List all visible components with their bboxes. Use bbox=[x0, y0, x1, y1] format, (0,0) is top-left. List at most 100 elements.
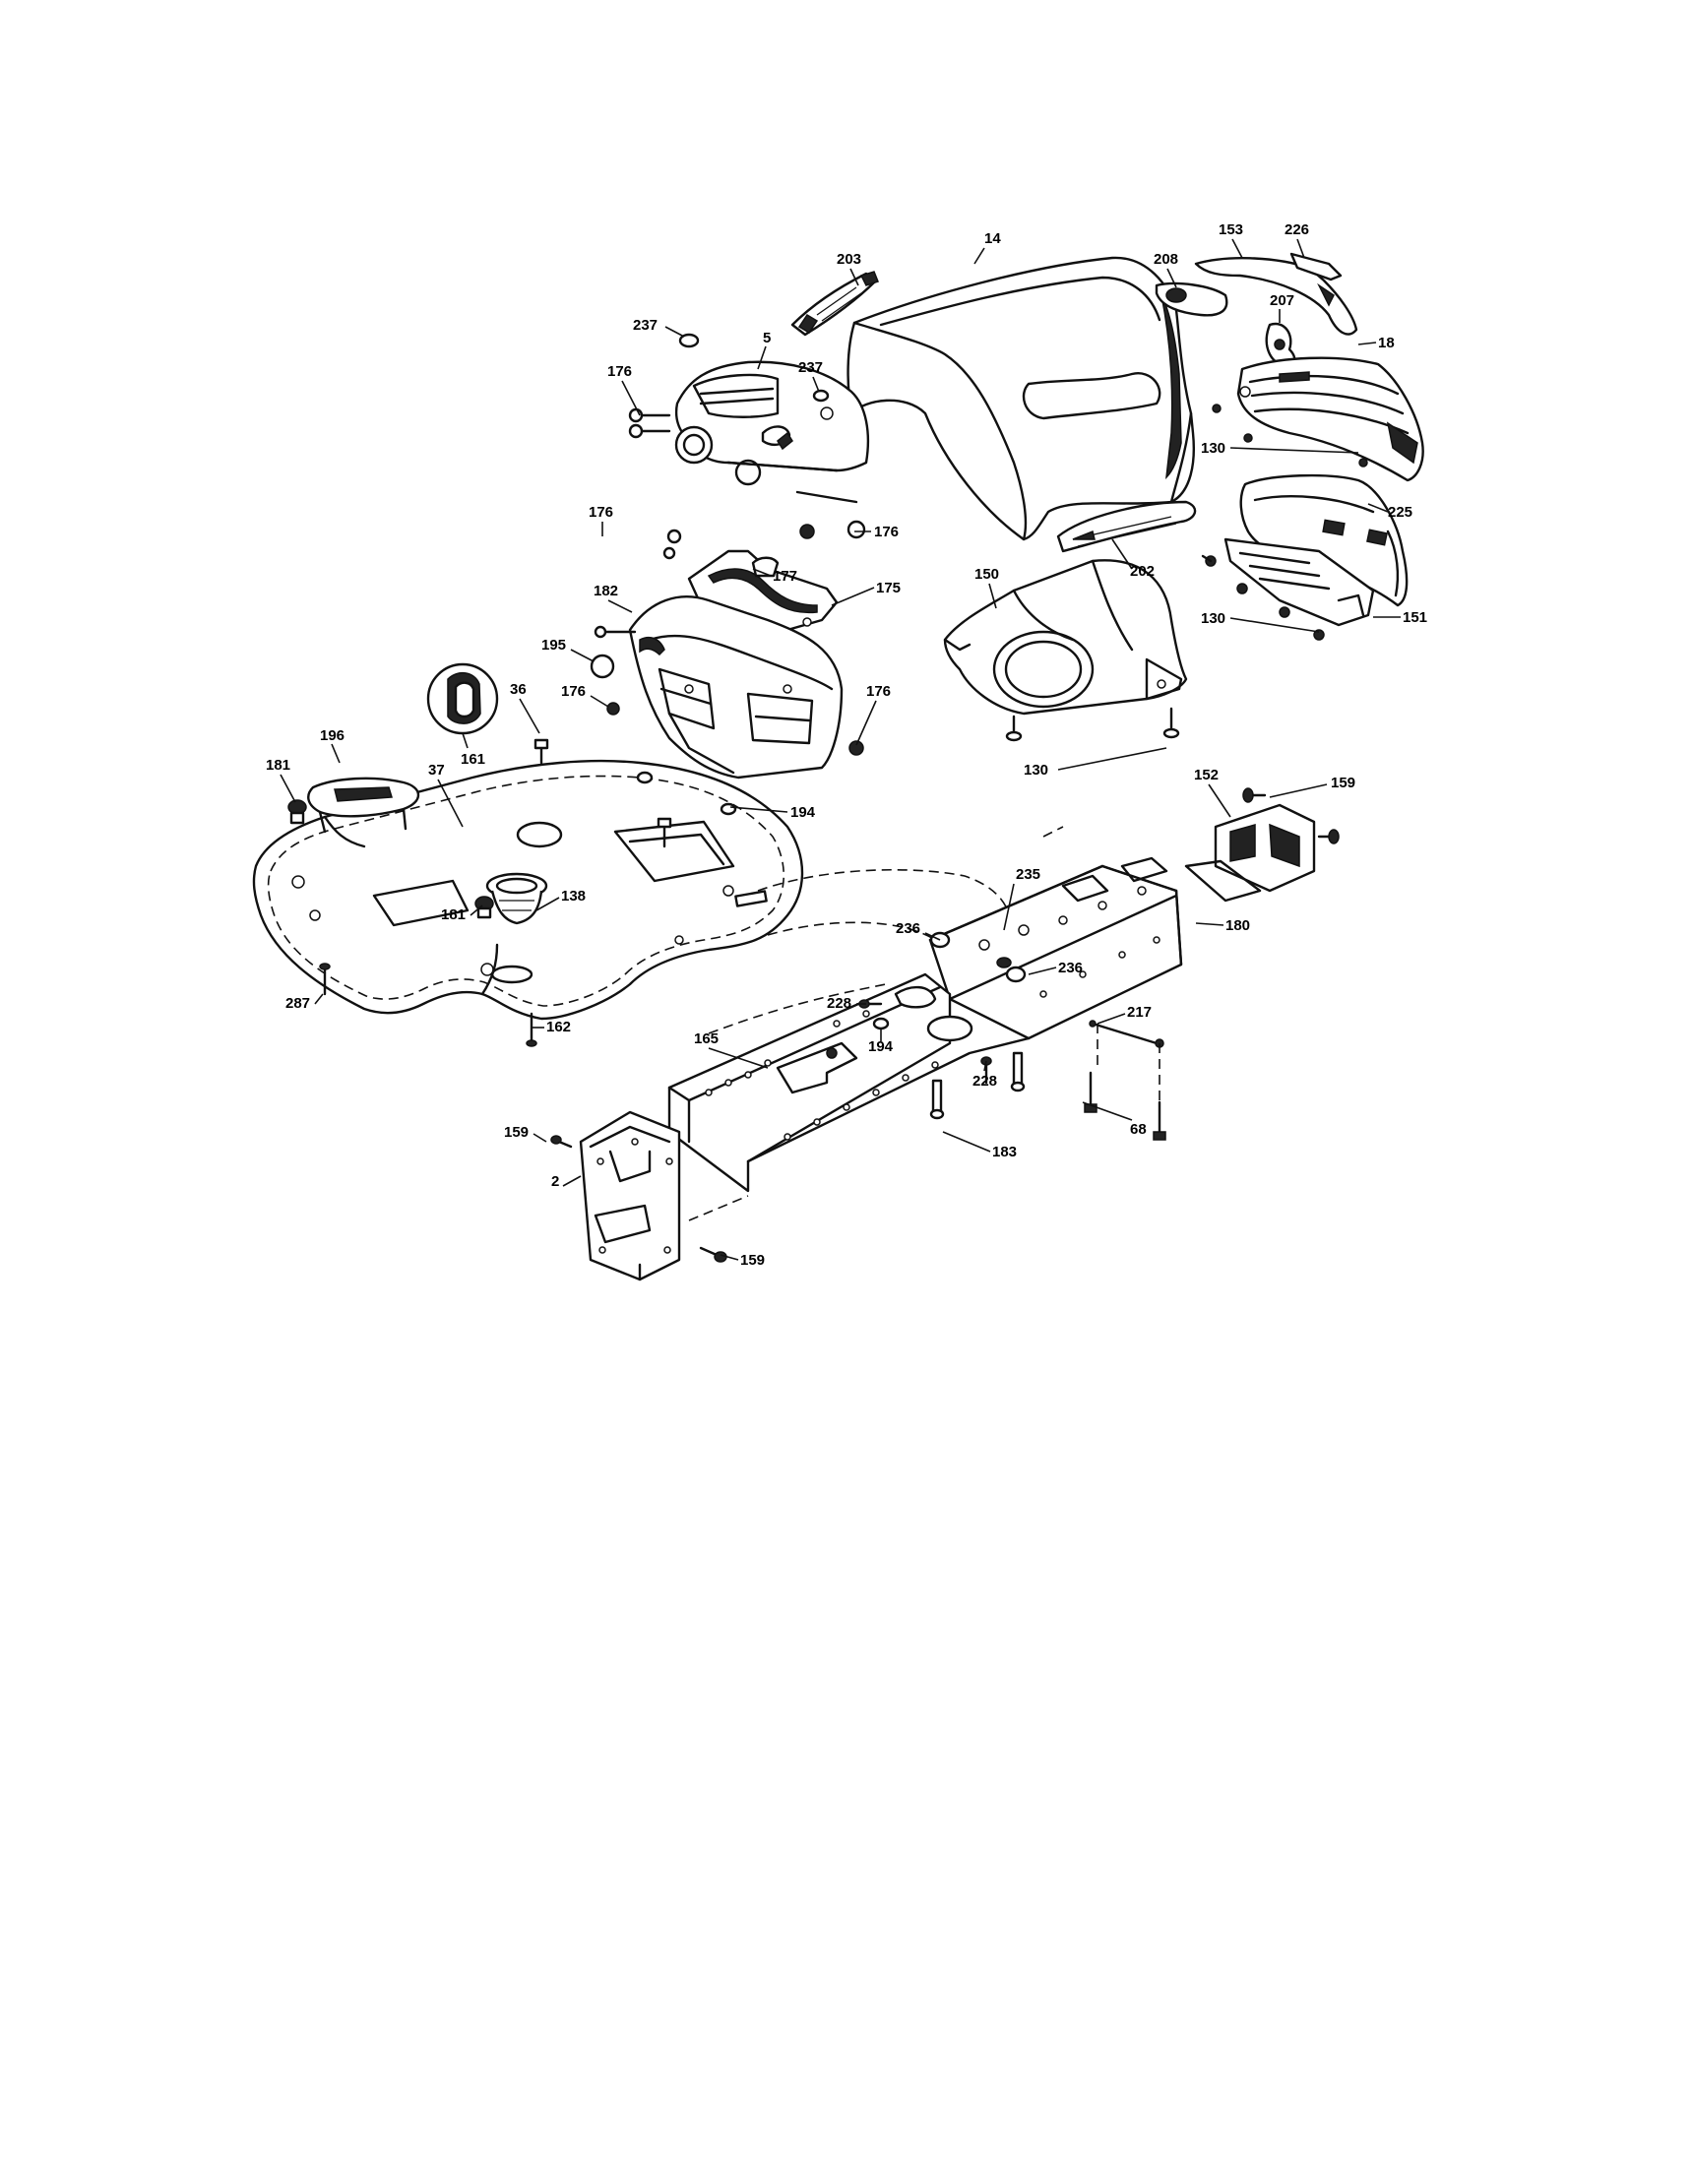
callout-number: 217 bbox=[1127, 1004, 1152, 1021]
leader-line bbox=[855, 700, 877, 746]
leader-line bbox=[849, 268, 859, 286]
nut-part-236 bbox=[996, 957, 1012, 968]
callout-number: 182 bbox=[594, 583, 618, 599]
dash-panel-part-5 bbox=[674, 360, 870, 504]
leader-line bbox=[621, 380, 641, 416]
callout-number: 162 bbox=[546, 1019, 571, 1035]
callout-c36: 36 bbox=[510, 681, 540, 734]
callout-number: 68 bbox=[1130, 1121, 1147, 1138]
leader-line bbox=[462, 732, 469, 749]
callout-number: 176 bbox=[607, 363, 632, 380]
callout-number: 208 bbox=[1154, 251, 1178, 268]
callout-number: 195 bbox=[541, 637, 566, 654]
callout-c5: 5 bbox=[757, 330, 771, 370]
callout-c225: 225 bbox=[1367, 503, 1412, 521]
leader-line bbox=[1367, 503, 1389, 513]
leader-line bbox=[1229, 447, 1359, 454]
callout-c237a: 237 bbox=[633, 317, 685, 338]
bracket-part-152 bbox=[1184, 803, 1316, 903]
callout-c182: 182 bbox=[594, 583, 633, 613]
callout-c150: 150 bbox=[974, 566, 999, 609]
leader-line bbox=[1208, 783, 1231, 818]
lens-part-153 bbox=[1194, 257, 1358, 336]
callout-c14: 14 bbox=[973, 230, 1001, 265]
screw-part-130-upper bbox=[1212, 404, 1368, 468]
leader-line bbox=[437, 779, 464, 828]
headlight-part-18 bbox=[1236, 356, 1424, 482]
callout-c130c: 130 bbox=[1024, 747, 1167, 779]
callout-c194b: 194 bbox=[868, 1029, 894, 1055]
callout-number: 194 bbox=[790, 804, 816, 821]
leader-line bbox=[1166, 268, 1177, 288]
leader-line bbox=[1296, 238, 1305, 259]
leader-line bbox=[590, 695, 609, 708]
screw-part-130-shroud bbox=[1005, 707, 1180, 742]
callout-c208: 208 bbox=[1154, 251, 1178, 288]
leader-line bbox=[570, 649, 595, 662]
callout-number: 36 bbox=[510, 681, 527, 698]
leader-line bbox=[1229, 617, 1320, 633]
callout-c151: 151 bbox=[1373, 609, 1427, 626]
callout-number: 153 bbox=[1219, 221, 1243, 238]
cable-routing bbox=[708, 826, 1064, 1034]
shroud-part-150 bbox=[943, 559, 1188, 716]
callout-number: 2 bbox=[551, 1173, 559, 1190]
callout-number: 203 bbox=[837, 251, 861, 268]
callout-c237b: 237 bbox=[798, 359, 823, 393]
callout-c196: 196 bbox=[320, 727, 345, 764]
callout-c176b: 176 bbox=[589, 504, 613, 536]
leader-line bbox=[535, 897, 560, 911]
callout-c176c: 176 bbox=[854, 524, 899, 540]
callout-c181a: 181 bbox=[266, 757, 296, 803]
leader-line bbox=[812, 376, 820, 393]
leader-line bbox=[519, 698, 540, 734]
leader-line bbox=[1057, 747, 1167, 771]
callout-c207: 207 bbox=[1270, 292, 1294, 323]
callout-c287: 287 bbox=[285, 993, 324, 1012]
callout-number: 159 bbox=[504, 1124, 529, 1141]
boot-part-138 bbox=[485, 872, 548, 925]
callout-number: 287 bbox=[285, 995, 310, 1012]
screw-part-159-front bbox=[1242, 787, 1340, 844]
callout-c18: 18 bbox=[1357, 335, 1395, 351]
callout-number: 176 bbox=[874, 524, 899, 540]
rod-part-217 bbox=[1089, 1020, 1164, 1102]
callout-c217: 217 bbox=[1097, 1004, 1152, 1025]
bracket-part-226 bbox=[1289, 252, 1343, 281]
leader-line bbox=[607, 599, 633, 613]
bolt-part-36 bbox=[533, 738, 672, 848]
callout-number: 130 bbox=[1201, 610, 1225, 627]
plug-part-237a bbox=[678, 333, 700, 348]
leader-line bbox=[1028, 967, 1057, 975]
leader-line bbox=[280, 774, 296, 803]
callout-number: 138 bbox=[561, 888, 586, 905]
bracket-part-151 bbox=[1223, 537, 1375, 627]
callout-c165: 165 bbox=[694, 1030, 769, 1069]
callout-number: 236 bbox=[896, 920, 920, 937]
callout-c152: 152 bbox=[1194, 767, 1231, 818]
callout-number: 175 bbox=[876, 580, 901, 596]
nut-part-194b bbox=[872, 1017, 890, 1030]
callout-number: 150 bbox=[974, 566, 999, 583]
leader-line bbox=[1231, 238, 1243, 259]
callout-c162: 162 bbox=[532, 1019, 571, 1035]
leader-line bbox=[973, 247, 985, 265]
leader-line bbox=[720, 1254, 739, 1261]
callout-number: 235 bbox=[1016, 866, 1040, 883]
callout-c37: 37 bbox=[428, 762, 464, 828]
console-part-182 bbox=[628, 595, 844, 780]
callout-number: 176 bbox=[561, 683, 586, 700]
lens-part-203 bbox=[790, 271, 879, 337]
callout-c68: 68 bbox=[1082, 1101, 1147, 1138]
leader-line bbox=[1097, 1013, 1126, 1025]
callout-c177: 177 bbox=[752, 568, 797, 585]
callout-number: 130 bbox=[1201, 440, 1225, 457]
callout-number: 181 bbox=[441, 906, 466, 923]
callout-c130a: 130 bbox=[1201, 440, 1359, 457]
callout-c180: 180 bbox=[1195, 917, 1250, 934]
leader-line bbox=[1082, 1101, 1133, 1121]
callout-number: 18 bbox=[1378, 335, 1395, 351]
leader-line bbox=[729, 806, 788, 813]
